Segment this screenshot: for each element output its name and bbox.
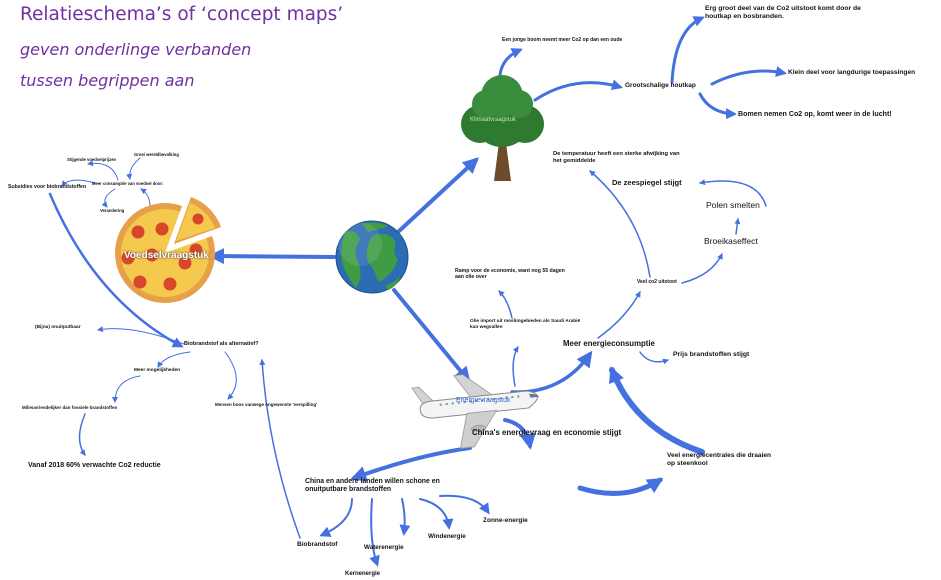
node-zonne-energie: Zonne-energie — [483, 517, 528, 524]
tree-icon — [461, 75, 544, 181]
node-biobrandstof: Biobrandstof — [297, 541, 338, 548]
arrow-tree-to-houtkap — [533, 79, 623, 102]
node-centrales: Veel energiecentrales die draaien op ste… — [667, 452, 771, 468]
arrow-houtkap-to-klein-deel — [710, 66, 787, 86]
node-line: kan wegvallen — [470, 324, 503, 330]
arrow-polen-to-zeespiegel — [699, 179, 767, 207]
arrow-houtkap-to-bomen — [698, 92, 737, 120]
node-line: houtkap en bosbranden. — [705, 13, 784, 21]
node-mogelijkheden: Meer mogelijkheden — [134, 368, 181, 373]
globe-icon — [335, 220, 409, 294]
hub-label-voedsel: Voedselvraagstuk — [124, 250, 209, 261]
node-line: Veel energiecentrales die draaien — [667, 452, 772, 459]
arrow-globe-to-pizza — [208, 248, 336, 265]
node-reductie: Vanaf 2018 60% verwachte Co2 reductie — [28, 462, 161, 469]
arrow-broeikas-to-polen — [734, 218, 741, 235]
arrow-meer-consumptie-to-subsidies — [61, 179, 96, 187]
node-groei: Groei wereldbevolking — [134, 152, 179, 157]
node-kernenergie: Kernenergie — [345, 571, 381, 577]
arrow-to-stijgende-prijzen — [87, 160, 119, 181]
arrow-co2-to-broeikas — [681, 253, 723, 284]
arrow-co2-to-temperatuur — [589, 170, 651, 278]
node-schoon: China en andere landen willen schone en … — [305, 478, 440, 495]
node-waterenergie: Waterenergie — [364, 544, 404, 551]
node-olie-import: Olie import uit moslimgebieden als Saudi… — [470, 319, 580, 331]
subtitle-line: tussen begrippen aan — [20, 71, 195, 90]
node-meer-consumptie-voedsel: Meer consumptie van voedsel door: — [92, 181, 164, 186]
arrow-schoon-to-biobrandstof — [319, 498, 353, 537]
node-ramp: Ramp voor de economie, want nog 55 dagen… — [455, 268, 565, 280]
arrow-airplane-to-china-vraag — [503, 418, 536, 450]
arrow-biobrandstof-to-alternatief — [259, 359, 301, 539]
arrow-meer-consumptie-to-verandering — [101, 188, 116, 208]
arrow-meer-consumptie-to-prijs — [639, 351, 669, 365]
node-line: Olie import uit moslimgebieden als Saudi… — [470, 319, 581, 324]
arrow-schoon-to-waterenergie — [399, 498, 411, 536]
node-line: De temperatuur heeft een sterke afwijkin… — [553, 151, 680, 157]
arrow-globe-to-tree — [396, 157, 479, 234]
node-line: op steenkool — [667, 459, 708, 467]
arrow-meer-consumptie-to-co2 — [597, 291, 641, 339]
slide-subtitle: geven onderlinge verbanden tussen begrip… — [20, 34, 251, 96]
node-houtkap: Grootschalige houtkap — [625, 82, 696, 89]
node-line: Erg groot deel van de Co2 uitstoot komt … — [705, 5, 861, 12]
arrow-alternatief-to-mogelijkheden — [157, 351, 191, 368]
node-broeikas: Broeikaseffect — [704, 236, 758, 246]
arrow-schoon-to-kernenergie — [369, 498, 380, 567]
arrow-subsidies-to-alternatief — [48, 192, 184, 348]
node-line: het gemiddelde — [553, 157, 596, 164]
arrow-airplane-to-olie-import — [512, 346, 519, 387]
arrow-schoon-to-zonne-energie — [439, 494, 490, 515]
node-groot-deel: Erg groot deel van de Co2 uitstoot komt … — [705, 5, 861, 21]
arrow-alternatief-to-boos — [224, 351, 237, 400]
node-line: China en andere landen willen schone en — [305, 478, 440, 485]
node-bomen: Bomen nemen Co2 op, komt weer in de luch… — [738, 110, 892, 118]
pizza-icon — [115, 197, 221, 303]
arrow-mogelijkheden-to-milieu — [112, 375, 141, 403]
arrow-schoon-to-windenergie — [419, 498, 454, 530]
node-boos: Mensen boos vanwege ongewenste 'verspill… — [215, 402, 318, 407]
node-milieu: Milieuvriendelijker dan fossiele brandst… — [22, 405, 118, 410]
node-line: Ramp voor de economie, want nog 55 dagen — [455, 268, 565, 274]
node-prijs: Prijs brandstoffen stijgt — [673, 351, 750, 358]
hub-label-klimaat: Klimaatvraagstuk — [470, 117, 517, 123]
node-co2: Veel co2 uitstoot — [637, 279, 677, 285]
arrow-groei-to-meer-consumptie — [126, 157, 141, 180]
arrow-airplane-to-meer-consumptie — [510, 350, 593, 394]
airplane-icon — [411, 374, 540, 449]
slide-title: Relatieschema’s of ‘concept maps’ — [20, 4, 344, 25]
node-verandering: Verandering — [100, 208, 125, 213]
arrow-milieu-to-reductie — [78, 413, 86, 456]
subtitle-line: geven onderlinge verbanden — [20, 40, 252, 59]
node-temperatuur: De temperatuur heeft een sterke afwijkin… — [553, 151, 680, 165]
arrow-china-vraag-to-centrales — [577, 477, 664, 496]
node-klein-deel: Klein deel voor langdurige toepassingen — [788, 69, 916, 76]
node-alternatief: Biobrandstof als alternatief? — [184, 341, 259, 347]
node-polen: Polen smelten — [706, 200, 760, 210]
node-line: onuitputbare brandstoffen — [305, 486, 392, 494]
node-windenergie: Windenergie — [428, 533, 466, 540]
node-zeespiegel: De zeespiegel stijgt — [612, 178, 682, 187]
pizza-slice — [174, 197, 221, 244]
node-onuitputbaar: (Bijna) onuitputbaar — [35, 325, 81, 330]
hub-label-energie: Energievraagstuk — [456, 397, 511, 404]
arrow-china-vraag-to-schoon — [350, 446, 472, 482]
arrow-globe-to-airplane — [392, 288, 471, 384]
arrow-olie-import-to-ramp — [498, 290, 513, 319]
arrow-houtkap-to-groot-deel — [670, 16, 705, 84]
node-line: aan olie over — [455, 274, 487, 281]
node-subsidies: Subsidies voor biobrandstoffen — [8, 184, 87, 190]
arrow-centrales-to-meer-consumptie — [609, 366, 705, 455]
node-stijgende-prijzen: Stijgende voedselprijzen — [67, 157, 117, 162]
node-china-vraag: China's energievraag en economie stijgt — [472, 428, 622, 437]
node-jonge-boom: Een jonge boom neemt meer Co2 op dan een… — [502, 37, 623, 43]
arrow-alternatief-to-onuitputbaar — [97, 326, 185, 345]
node-meer-energieconsumptie: Meer energieconsumptie — [563, 339, 655, 348]
